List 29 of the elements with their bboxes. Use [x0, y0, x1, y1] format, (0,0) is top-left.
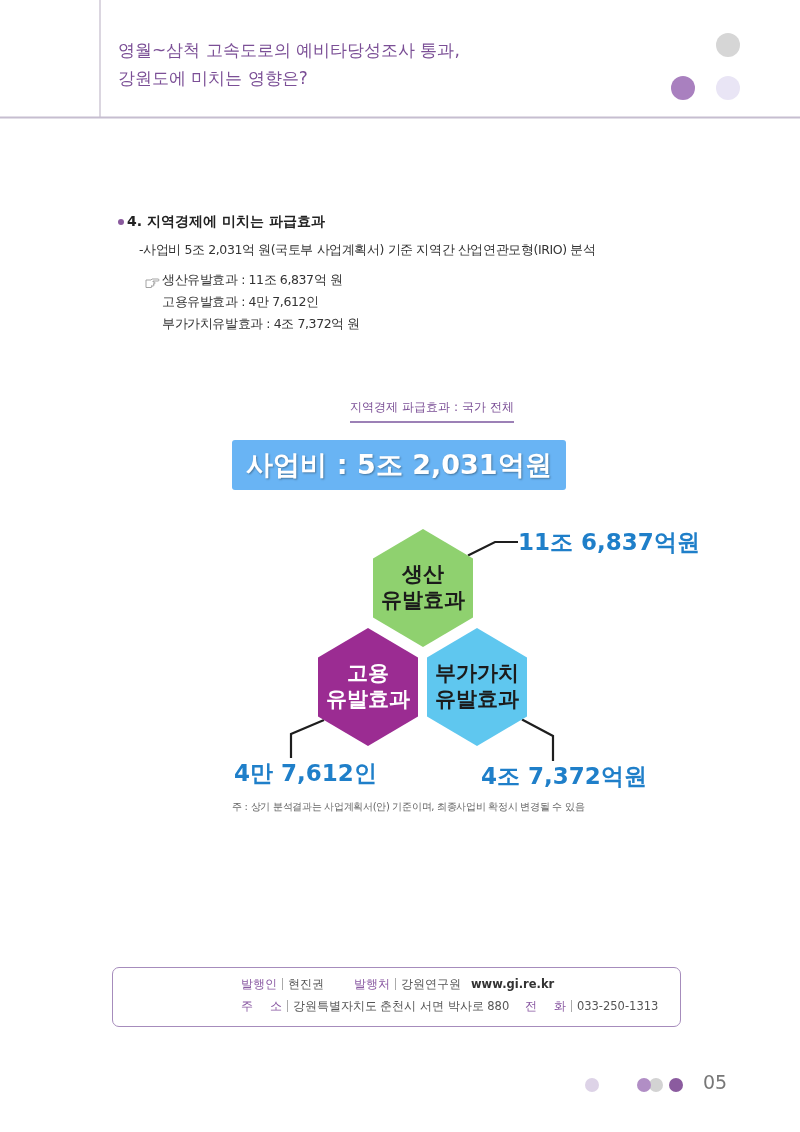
leader-line: [467, 540, 518, 557]
section-heading: 4. 지역경제에 미치는 파급효과: [127, 212, 325, 231]
body-text: 고용유발효과 : 4만 7,612인: [162, 294, 319, 311]
footer-box: [112, 967, 681, 1027]
leader-line: [521, 718, 555, 761]
body-text: 부가가치유발효과 : 4조 7,372억 원: [162, 316, 361, 333]
value-label: 4조 7,372억원: [481, 761, 647, 791]
field-label: 전 화: [525, 998, 566, 1014]
body-text: -사업비 5조 2,031억 원(국토부 사업계획서) 기준 지역간 산업연관모형(IRIO) 분석: [139, 242, 596, 259]
hexagon: 부가가치 유발효과: [427, 628, 527, 746]
hexagon: 생산 유발효과: [373, 529, 473, 647]
chart-heading: 지역경제 파급효과 : 국가 전체: [350, 399, 514, 423]
web-address: www.gi.re.kr: [471, 976, 555, 992]
value-label: 11조 6,837억원: [518, 527, 700, 557]
field-label: 발행인: [241, 976, 277, 992]
field-label: 주 소: [241, 998, 282, 1014]
field-value: 강원연구원: [401, 976, 461, 992]
hexagon: 고용 유발효과: [318, 628, 418, 746]
field-label: 발행처: [354, 976, 390, 992]
leader-line: [289, 719, 325, 758]
value-label: 4만 7,612인: [234, 758, 377, 788]
page-number: 05: [703, 1070, 728, 1095]
page-heading: 영월~삼척 고속도로의 예비타당성조사 통과, 강원도에 미치는 영향은?: [118, 39, 461, 90]
field-value: 033-250-1313: [576, 998, 659, 1014]
field-value: 현진권: [288, 976, 324, 992]
note-text: 주 : 상기 분석결과는 사업계획서(안) 기준이며, 최종사업비 확정시 변경될 수 있음: [232, 800, 585, 814]
body-text: 생산유발효과 : 11조 6,837억 원: [162, 272, 343, 289]
field-value: 강원특별자치도 춘천시 서면 박사로 880: [292, 998, 510, 1014]
banner: 사업비 : 5조 2,031억원: [232, 440, 566, 490]
